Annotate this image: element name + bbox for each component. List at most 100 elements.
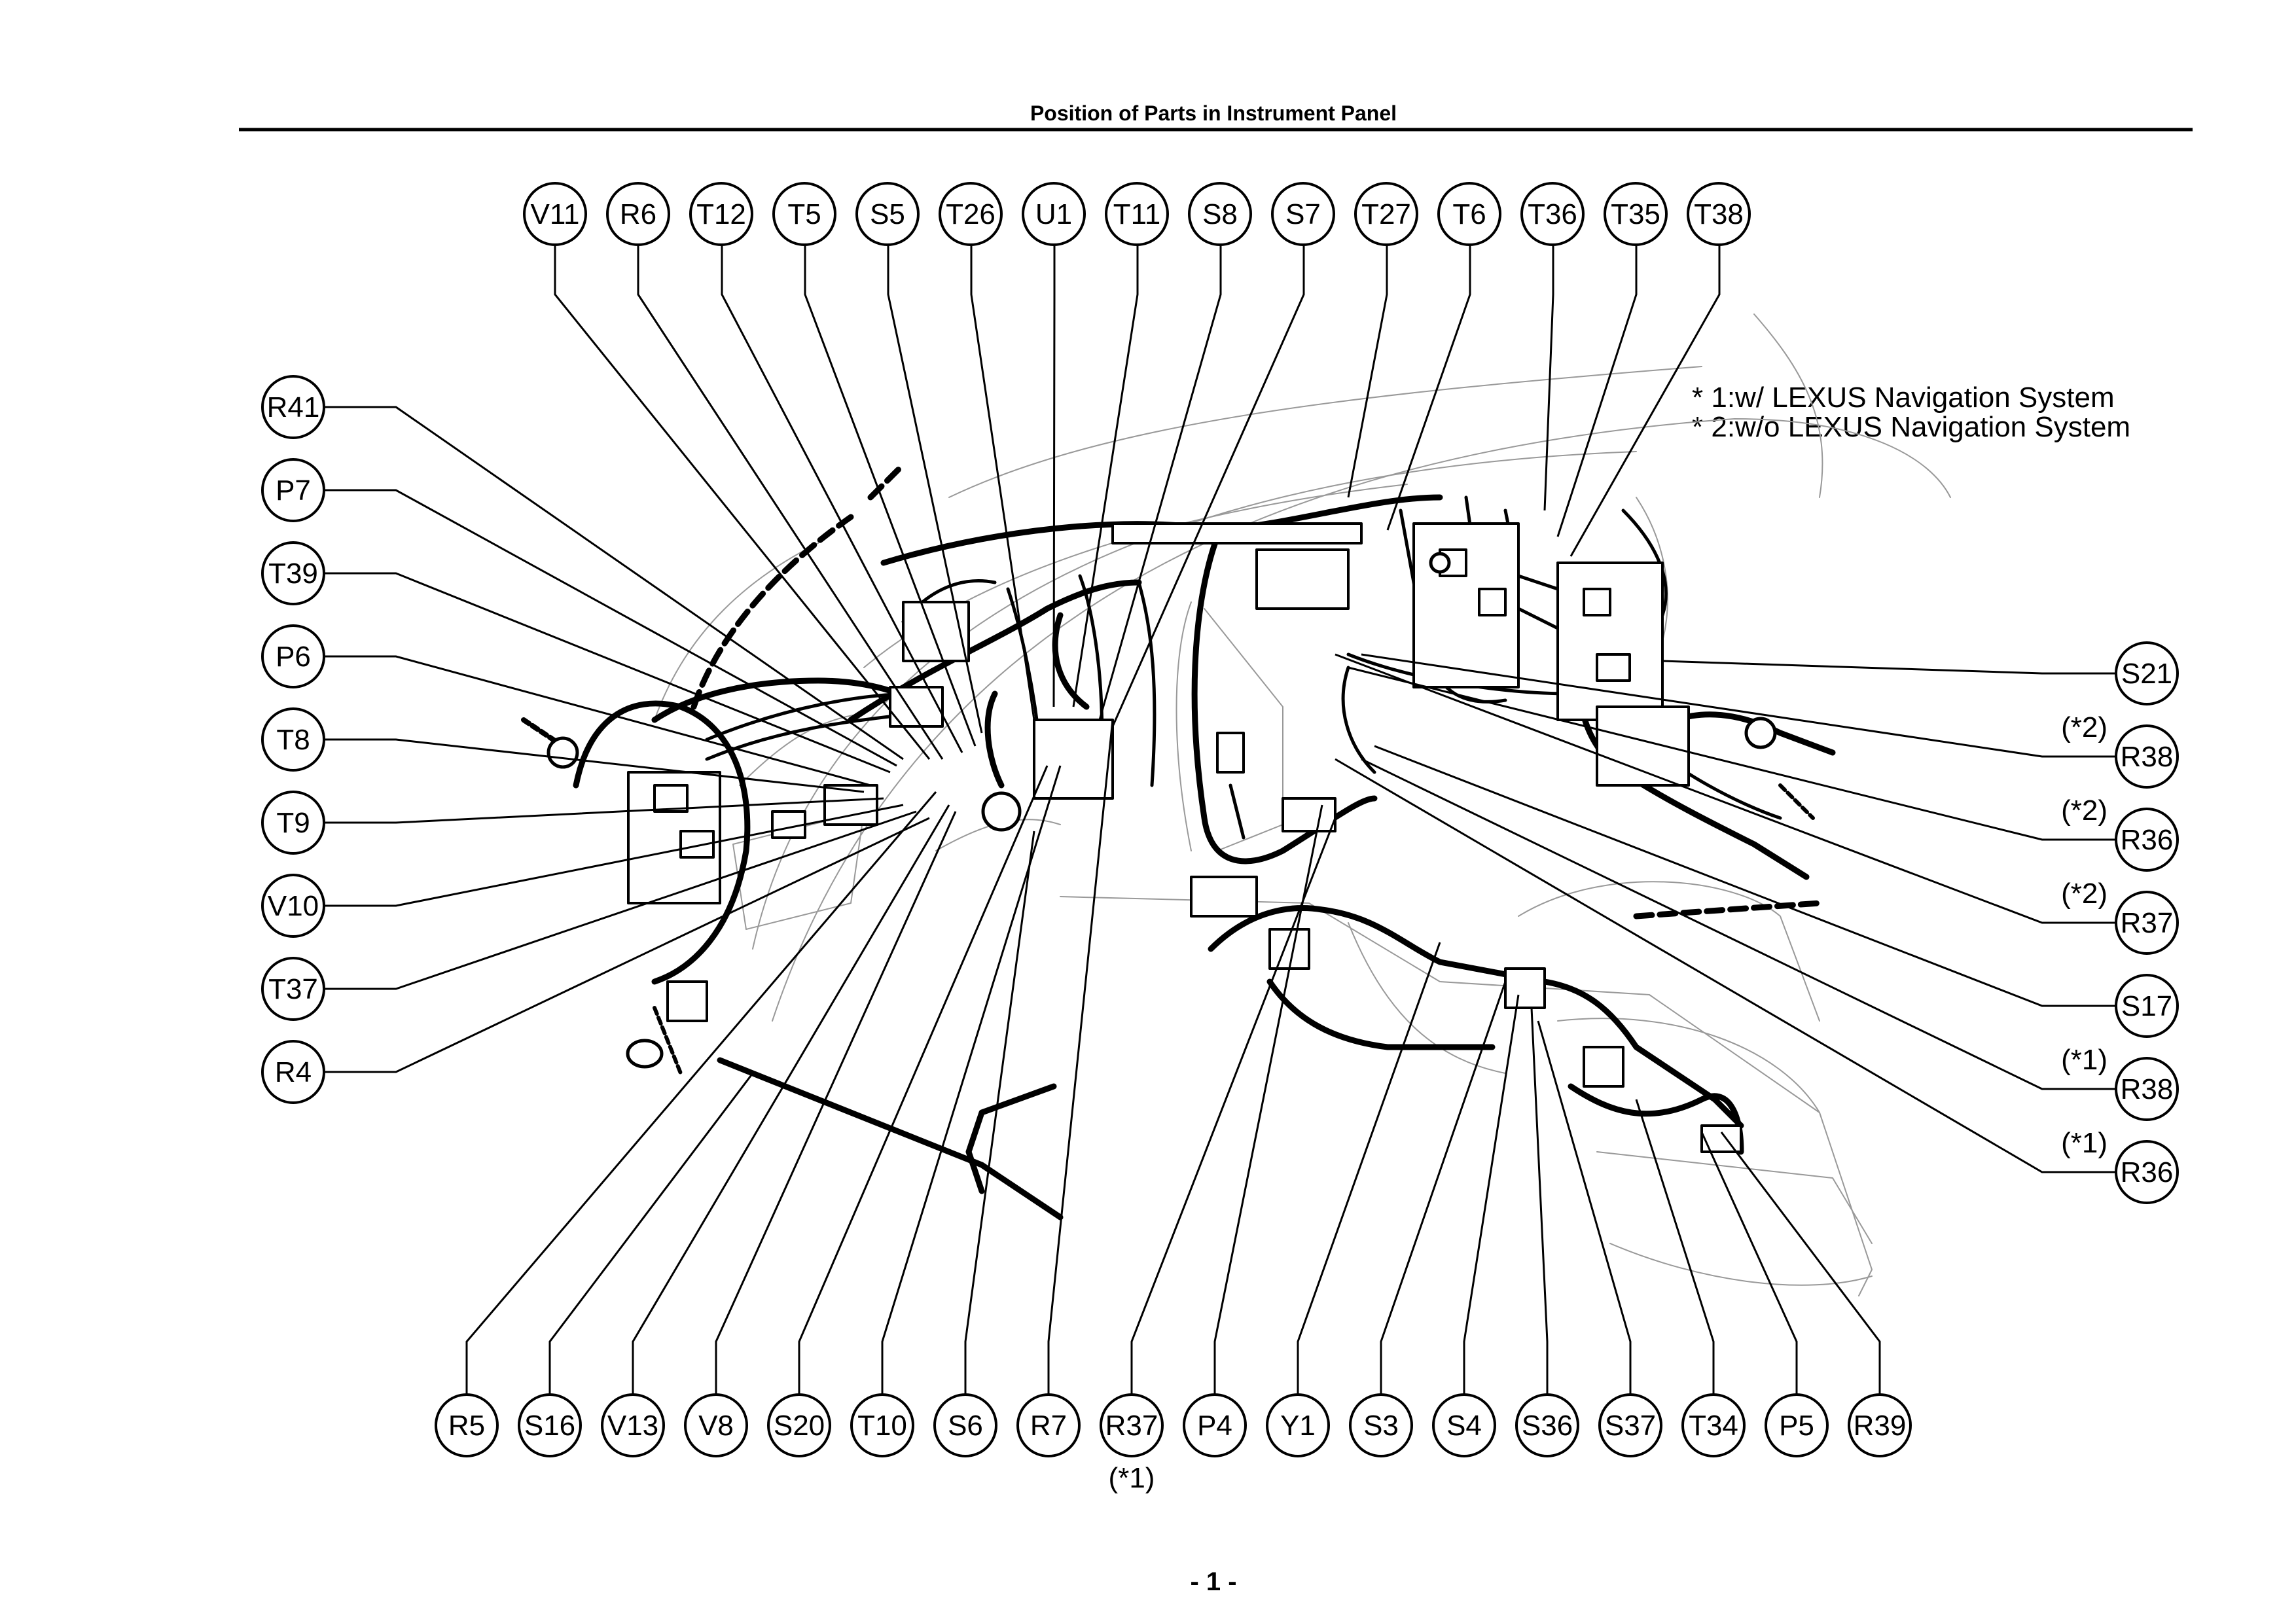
connector-id: S8 — [1202, 198, 1238, 230]
connector-id: Y1 — [1280, 1410, 1316, 1442]
connector-circle — [1437, 182, 1501, 246]
connector-r39: R39 — [1848, 1393, 1912, 1457]
connector-note: (*1) — [1109, 1462, 1155, 1494]
connector-circle — [261, 375, 325, 439]
connector-circle — [261, 1040, 325, 1104]
connector-r38: R38 (*1) — [2061, 1044, 2179, 1121]
connector-t11: T11 — [1105, 182, 1169, 246]
connector-y1: Y1 — [1266, 1393, 1330, 1457]
connector-r36: R36(*1) — [2061, 1127, 2179, 1204]
connector-id: R38 — [2121, 741, 2174, 773]
connector-id: T34 — [1689, 1410, 1738, 1442]
connector-id: T5 — [787, 198, 821, 230]
connector-circle — [1105, 182, 1169, 246]
connector-circle — [2115, 808, 2179, 872]
connector-note: (*2) — [2061, 711, 2108, 743]
connector-circle — [2115, 974, 2179, 1038]
connector-id: P5 — [1779, 1410, 1814, 1442]
connector-circle — [767, 1393, 831, 1457]
connector-id: T35 — [1611, 198, 1660, 230]
connector-s21: S21 — [2115, 641, 2179, 705]
connector-id: V13 — [607, 1410, 658, 1442]
connector-id: T9 — [276, 807, 310, 839]
connector-id: T6 — [1452, 198, 1486, 230]
connector-id: S7 — [1285, 198, 1321, 230]
connector-r6: R6 — [606, 182, 670, 246]
connector-p4: P4 — [1183, 1393, 1247, 1457]
right-connector-labels: S21R38(*2)R36(*2)R37(*2)S17R38(*1)R36(*1… — [2061, 641, 2179, 1204]
connector-id: P7 — [276, 474, 311, 507]
connector-v13: V13 — [601, 1393, 665, 1457]
connector-id: R39 — [1854, 1410, 1907, 1442]
page-number: - 1 - — [1190, 1567, 1236, 1596]
connector-circle — [2115, 1057, 2179, 1121]
connector-id: R36 — [2121, 824, 2174, 856]
connector-circle — [601, 1393, 665, 1457]
note-navigation: * 1:w/ LEXUS Navigation System — [1692, 382, 2115, 414]
connector-r5: R5 — [435, 1393, 499, 1457]
connector-s5: S5 — [855, 182, 920, 246]
connector-id: V8 — [698, 1410, 734, 1442]
connector-id: S6 — [948, 1410, 983, 1442]
connector-id: S17 — [2121, 990, 2172, 1022]
connector-t26: T26 — [939, 182, 1003, 246]
connector-circle — [939, 182, 1003, 246]
connector-id: U1 — [1035, 198, 1072, 230]
connector-t38: T38 — [1687, 182, 1751, 246]
connector-circle — [1681, 1393, 1746, 1457]
connector-s3: S3 — [1349, 1393, 1413, 1457]
connector-t9: T9 — [261, 791, 325, 855]
connector-s20: S20 — [767, 1393, 831, 1457]
connector-circle — [933, 1393, 997, 1457]
connector-id: R7 — [1030, 1410, 1067, 1442]
connector-s16: S16 — [518, 1393, 582, 1457]
connector-id: V10 — [268, 890, 319, 922]
connector-circle — [1016, 1393, 1081, 1457]
connector-circle — [684, 1393, 748, 1457]
connector-u1: U1 — [1022, 182, 1086, 246]
connector-id: R36 — [2121, 1156, 2174, 1188]
connector-circle — [855, 182, 920, 246]
connector-circle — [1520, 182, 1585, 246]
connector-t6: T6 — [1437, 182, 1501, 246]
connector-id: R4 — [275, 1056, 312, 1088]
connector-v11: V11 — [523, 182, 587, 246]
connector-id: S21 — [2121, 658, 2172, 690]
connector-p5: P5 — [1765, 1393, 1829, 1457]
connector-r41: R41 — [261, 375, 325, 439]
connector-id: R41 — [267, 391, 320, 423]
connector-t35: T35 — [1604, 182, 1668, 246]
connector-circle — [2115, 891, 2179, 955]
connector-circle — [1765, 1393, 1829, 1457]
connector-s36: S36 — [1515, 1393, 1579, 1457]
connector-t34: T34 — [1681, 1393, 1746, 1457]
connector-circle — [261, 624, 325, 688]
connector-v8: V8 — [684, 1393, 748, 1457]
connector-t10: T10 — [850, 1393, 914, 1457]
connector-circle — [261, 957, 325, 1021]
connector-id: R38 — [2121, 1073, 2174, 1105]
connector-note: (*2) — [2061, 794, 2108, 827]
connector-t27: T27 — [1354, 182, 1418, 246]
connector-circle — [261, 791, 325, 855]
connector-circle — [1188, 182, 1252, 246]
connector-v10: V10 — [261, 874, 325, 938]
connector-note: (*2) — [2061, 878, 2108, 910]
connector-circle — [1848, 1393, 1912, 1457]
connector-t37: T37 — [261, 957, 325, 1021]
connector-r7: R7 — [1016, 1393, 1081, 1457]
connector-id: R6 — [620, 198, 656, 230]
connector-r37: R37(*1) — [1100, 1393, 1164, 1494]
connector-s8: S8 — [1188, 182, 1252, 246]
connector-note: (*1) — [2061, 1044, 2108, 1076]
connector-circle — [261, 458, 325, 522]
connector-id: P4 — [1197, 1410, 1232, 1442]
connector-id: S20 — [774, 1410, 825, 1442]
connector-circle — [1354, 182, 1418, 246]
leader-lines — [324, 245, 2116, 1395]
connector-circle — [1271, 182, 1335, 246]
connector-id: T26 — [946, 198, 996, 230]
connector-t12: T12 — [689, 182, 753, 246]
